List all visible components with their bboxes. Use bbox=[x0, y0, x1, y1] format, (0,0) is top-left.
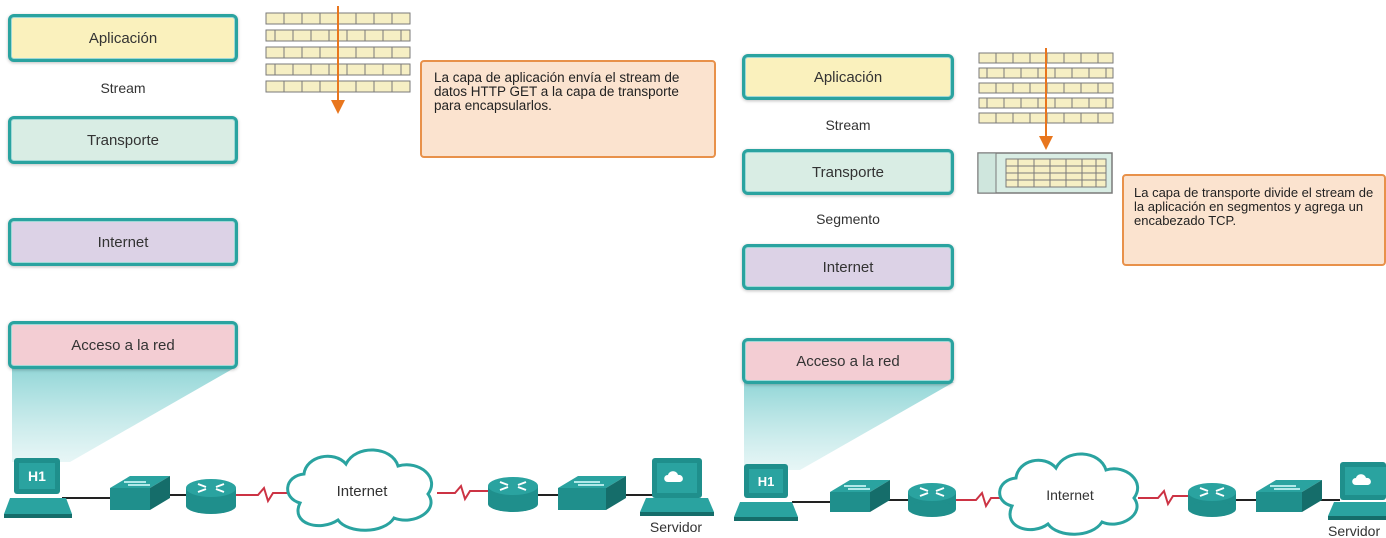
left-panel: Aplicación Stream Transporte Internet Ac… bbox=[4, 6, 716, 535]
server-label: Servidor bbox=[650, 519, 702, 535]
pdu-label-stream: Stream bbox=[825, 117, 871, 133]
server-label: Servidor bbox=[1328, 523, 1380, 538]
layer-network-access-label: Acceso a la red bbox=[796, 352, 900, 370]
switch-icon bbox=[830, 480, 890, 512]
layer-application: Aplicación bbox=[8, 14, 238, 62]
layer-transport-label: Transporte bbox=[87, 131, 159, 149]
host-label: H1 bbox=[758, 474, 775, 489]
cloud-label: Internet bbox=[1046, 487, 1094, 503]
layer-beam bbox=[12, 367, 236, 462]
down-arrow-icon bbox=[331, 6, 345, 114]
layer-network-access: Acceso a la red bbox=[742, 338, 954, 384]
layer-transport: Transporte bbox=[742, 149, 954, 195]
layer-application-label: Aplicación bbox=[88, 29, 158, 47]
info-callout: La capa de transporte divide el stream d… bbox=[1122, 174, 1386, 266]
info-callout: La capa de aplicación envía el stream de… bbox=[420, 60, 716, 158]
switch-icon bbox=[1256, 480, 1322, 512]
layer-internet: Internet bbox=[8, 218, 238, 266]
layer-transport-label: Transporte bbox=[812, 163, 884, 181]
host-label: H1 bbox=[28, 468, 46, 484]
cloud-icon: Internet bbox=[286, 448, 434, 532]
pc-icon: H1 bbox=[734, 464, 798, 521]
network-topology: H1 Internet bbox=[734, 452, 1386, 538]
router-icon bbox=[186, 479, 236, 514]
router-icon bbox=[488, 477, 538, 512]
pdu-label-segment: Segmento bbox=[816, 211, 880, 227]
router-icon bbox=[1188, 483, 1236, 517]
cloud-label: Internet bbox=[337, 483, 389, 500]
cloud-icon: Internet bbox=[998, 452, 1140, 536]
network-topology: H1 Internet bbox=[4, 448, 714, 535]
layer-application-label: Aplicación bbox=[813, 68, 883, 86]
layer-internet-label: Internet bbox=[97, 233, 149, 251]
layer-transport: Transporte bbox=[8, 116, 238, 164]
layer-beam bbox=[744, 382, 954, 470]
server-icon bbox=[1328, 462, 1386, 520]
switch-icon bbox=[110, 476, 170, 510]
segment-icon bbox=[977, 152, 1113, 194]
server-icon bbox=[640, 458, 714, 516]
switch-icon bbox=[558, 476, 626, 510]
down-arrow-icon bbox=[1039, 48, 1053, 150]
layer-network-access-label: Acceso a la red bbox=[71, 336, 175, 354]
layer-internet-label: Internet bbox=[822, 258, 874, 276]
layer-network-access: Acceso a la red bbox=[8, 321, 238, 369]
pdu-label-stream: Stream bbox=[100, 80, 146, 96]
right-panel: Aplicación Stream Transporte Segmento In… bbox=[730, 0, 1386, 538]
router-icon bbox=[908, 483, 956, 517]
layer-internet: Internet bbox=[742, 244, 954, 290]
pc-icon: H1 bbox=[4, 458, 72, 518]
layer-application: Aplicación bbox=[742, 54, 954, 100]
